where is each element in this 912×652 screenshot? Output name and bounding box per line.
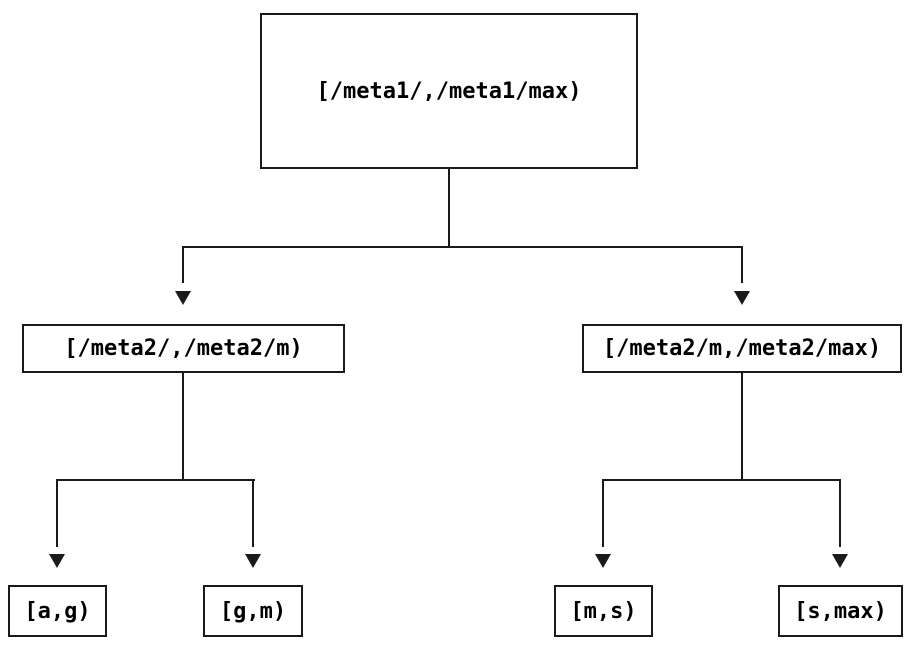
- arrow-down-icon: [245, 554, 261, 568]
- edge-left-subtree-horizontal: [56, 479, 255, 481]
- edge-level1-horizontal: [182, 246, 743, 248]
- node-right-interval: [/meta2/m,/meta2/max): [582, 324, 902, 373]
- arrow-down-icon: [734, 291, 750, 305]
- edge-right-stem: [741, 373, 743, 480]
- arrow-down-icon: [49, 554, 65, 568]
- leaf-node-ms: [m,s): [554, 585, 653, 637]
- edge-right-to-leaf-ms: [602, 479, 604, 547]
- edge-root-to-right: [741, 246, 743, 283]
- arrow-down-icon: [175, 291, 191, 305]
- leaf-node-ag: [a,g): [8, 585, 107, 637]
- edge-left-to-leaf-gm: [252, 479, 254, 547]
- arrow-down-icon: [595, 554, 611, 568]
- arrow-down-icon: [832, 554, 848, 568]
- edge-root-stem: [448, 169, 450, 247]
- node-root-interval: [/meta1/,/meta1/max): [260, 13, 638, 169]
- edge-root-to-left: [182, 246, 184, 283]
- node-left-interval: [/meta2/,/meta2/m): [22, 324, 345, 373]
- edge-left-stem: [182, 373, 184, 480]
- leaf-node-smax: [s,max): [778, 585, 903, 637]
- edge-right-subtree-horizontal: [602, 479, 841, 481]
- edge-left-to-leaf-ag: [56, 479, 58, 547]
- edge-right-to-leaf-smax: [839, 479, 841, 547]
- leaf-node-gm: [g,m): [203, 585, 303, 637]
